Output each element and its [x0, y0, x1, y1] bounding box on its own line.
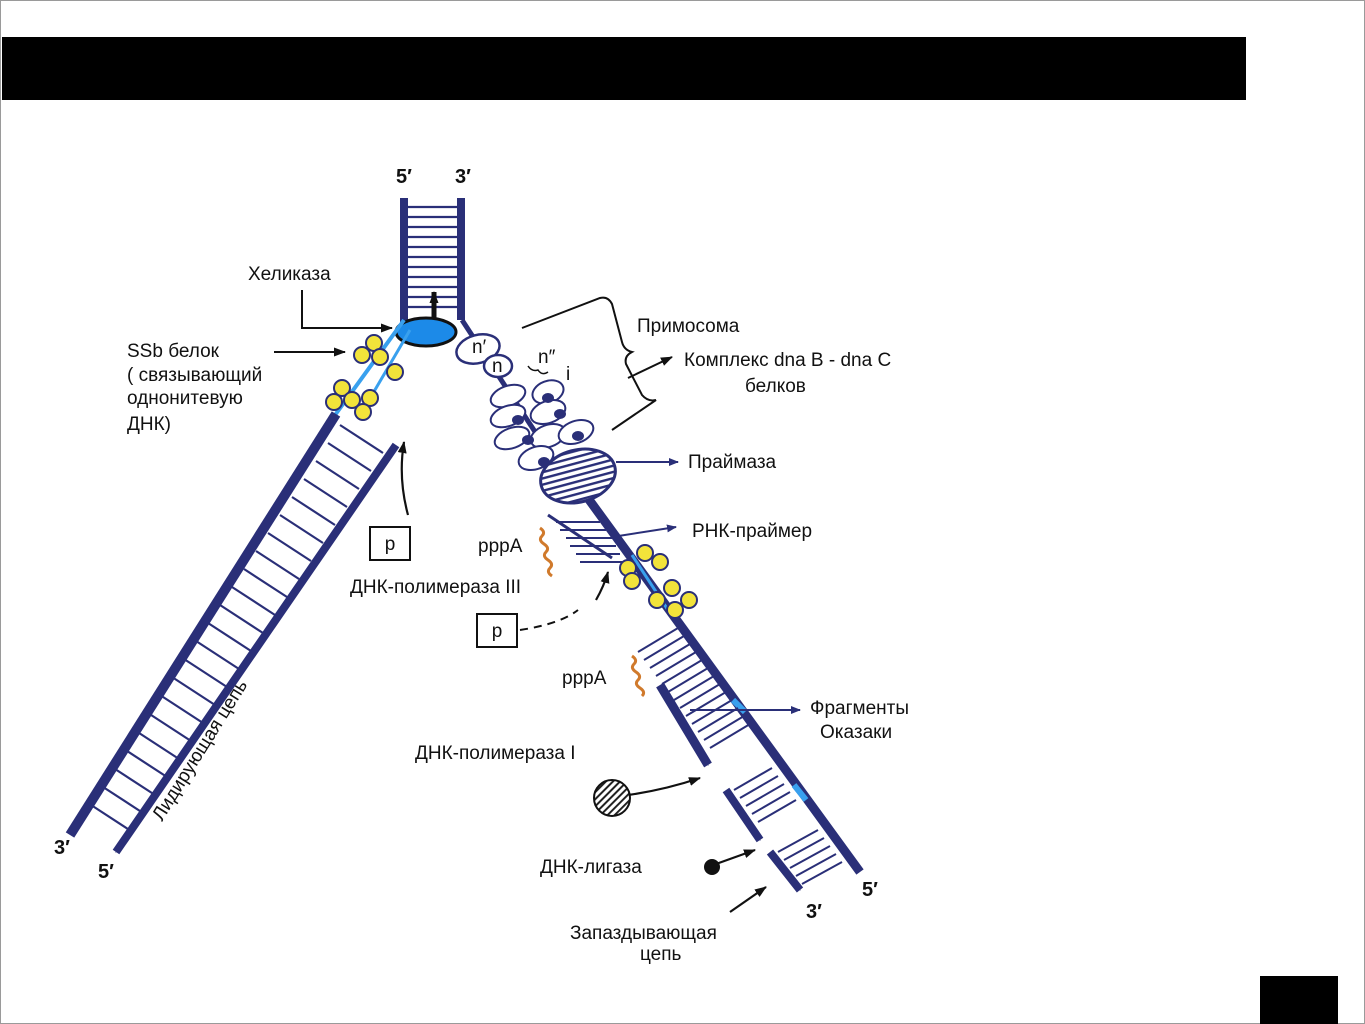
polymerase-i-sphere	[593, 779, 631, 817]
leader-lines	[274, 290, 801, 913]
label-okazaki-2: Оказаки	[820, 722, 892, 743]
label-ligase: ДНК-лигаза	[540, 857, 642, 878]
title-bar	[2, 37, 1246, 100]
end-lag-outer: 5′	[862, 879, 878, 901]
p-box-2: p	[476, 613, 518, 648]
label-ssb-2: ( связывающий	[127, 365, 262, 386]
end-top-right: 3′	[455, 166, 471, 188]
end-lead-inner: 5′	[98, 861, 114, 883]
p-box-1: p	[369, 526, 411, 561]
label-primosome: Примосома	[637, 316, 740, 337]
svg-text:p: p	[492, 621, 503, 642]
label-complex-2: белков	[745, 376, 806, 397]
end-lead-outer: 3′	[54, 837, 70, 859]
label-ssb-1: SSb белок	[127, 341, 220, 362]
label-i: i	[566, 364, 570, 385]
labels: 5′ 3′ 3′ 5′ 5′ 3′ Хеликаза SSb белок ( с…	[54, 166, 909, 965]
label-primase: Праймаза	[688, 452, 777, 473]
rna-primer-2	[630, 654, 646, 698]
leading-strand	[65, 318, 412, 855]
label-pppa-1: pppA	[478, 536, 523, 557]
okazaki-fragment-1	[547, 513, 624, 563]
label-n-dprime: n″	[538, 347, 556, 368]
label-ssb-3: однонитевую	[127, 388, 243, 409]
label-complex-1: Комплекс dna B - dna C	[684, 350, 891, 371]
rna-primer-1	[538, 526, 554, 578]
label-lagging-2: цепь	[640, 944, 682, 965]
end-lag-inner: 3′	[806, 901, 822, 923]
label-helicase: Хеликаза	[248, 264, 331, 285]
label-n-prime: n′	[472, 337, 487, 358]
ligase-dot	[704, 859, 720, 875]
label-lagging-1: Запаздывающая	[570, 923, 717, 944]
label-pol1: ДНК-полимераза I	[415, 743, 576, 764]
label-pppa-2: pppA	[562, 668, 607, 689]
leading-rungs	[87, 424, 384, 832]
okazaki-fragment-2	[637, 627, 751, 768]
label-okazaki-1: Фрагменты	[810, 698, 909, 719]
label-rna-primer: РНК-праймер	[692, 521, 812, 542]
helicase-complex	[394, 291, 458, 348]
ssb-right	[619, 544, 698, 619]
label-pol3: ДНК-полимераза III	[350, 577, 521, 598]
okazaki-fragment-4	[766, 829, 843, 893]
ssb-left	[325, 334, 404, 421]
label-n: n	[492, 356, 503, 377]
primase	[539, 447, 617, 505]
primosome-brace	[521, 296, 657, 431]
corner-box	[1260, 976, 1338, 1024]
okazaki-fragment-3	[722, 767, 797, 843]
end-top-left: 5′	[396, 166, 412, 188]
n-dprime-brace	[527, 365, 549, 375]
svg-text:p: p	[385, 534, 396, 555]
label-ssb-4: ДНК)	[127, 414, 171, 435]
